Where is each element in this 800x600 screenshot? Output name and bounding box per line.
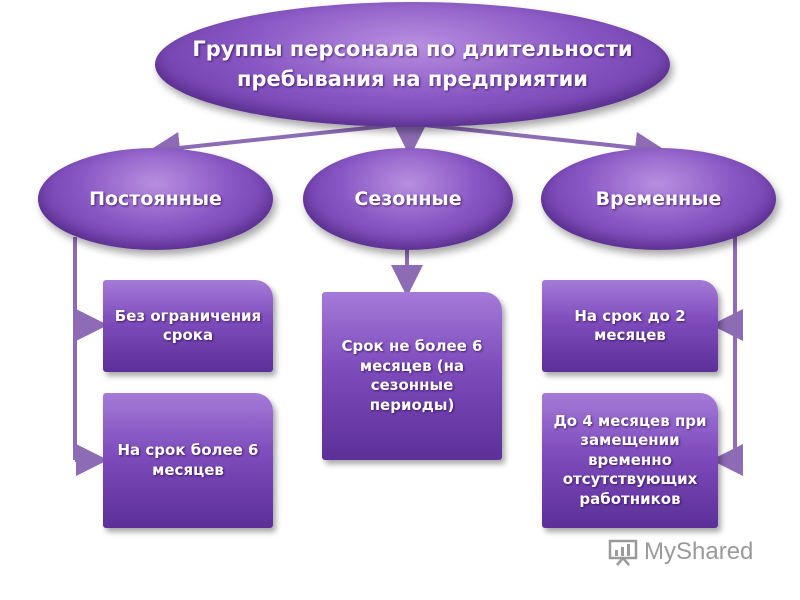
category-seasonal: Сезонные	[303, 148, 513, 250]
watermark-text: MyShared	[644, 538, 754, 565]
box-up-to-4-months: До 4 месяцев при замещении временно отсу…	[542, 393, 718, 528]
box-up-to-2-months: На срок до 2 месяцев	[542, 280, 718, 372]
box-seasonal-term: Срок не более 6 месяцев (на сезонные пер…	[322, 292, 502, 460]
arrow-title-to-temporary	[414, 122, 667, 164]
category-permanent: Постоянные	[38, 148, 273, 250]
watermark-logo: MyShared	[608, 538, 753, 566]
category-temporary: Временные	[541, 148, 776, 250]
box-no-limit: Без ограничения срока	[103, 280, 273, 372]
arrow-title-to-permanent	[148, 122, 406, 164]
box-over-6-months: На срок более 6 месяцев	[103, 393, 273, 528]
diagram-title: Группы персонала по длительности пребыва…	[155, 2, 670, 127]
presentation-icon	[608, 539, 638, 566]
